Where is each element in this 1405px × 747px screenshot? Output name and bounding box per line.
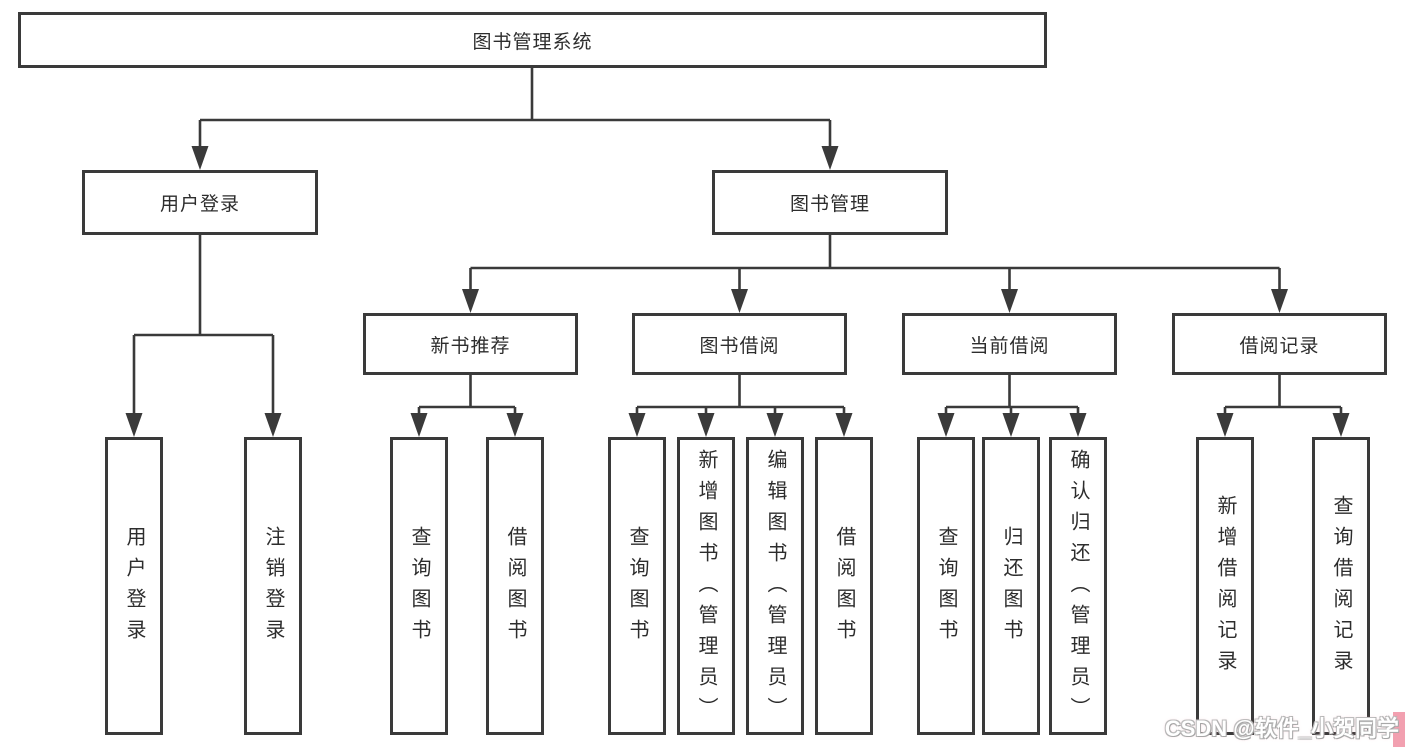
leaf-current-confirm-return-admin: 确认归还（管理员） — [1049, 437, 1107, 735]
leaf-records-add-record: 新增借阅记录 — [1196, 437, 1254, 735]
node-current-borrowing: 当前借阅 — [902, 313, 1117, 375]
leaf-current-query-books: 查询图书 — [917, 437, 975, 735]
leaf-borrowing-query-books: 查询图书 — [608, 437, 666, 735]
leaf-current-return-books: 归还图书 — [982, 437, 1040, 735]
node-new-book-recommend: 新书推荐 — [363, 313, 578, 375]
csdn-watermark: CSDN @软件_小贺同学 — [1164, 716, 1399, 741]
node-borrowing-records: 借阅记录 — [1172, 313, 1387, 375]
leaf-logout: 注销登录 — [244, 437, 302, 735]
leaf-user-login: 用户登录 — [105, 437, 163, 735]
node-book-borrowing: 图书借阅 — [632, 313, 847, 375]
leaf-borrowing-add-books-admin: 新增图书（管理员） — [677, 437, 735, 735]
leaf-newrec-borrow-books: 借阅图书 — [486, 437, 544, 735]
watermark-pink-accent — [1393, 712, 1405, 747]
node-user-login-module: 用户登录 — [82, 170, 318, 235]
tree-edges — [132, 68, 1343, 415]
node-root-system: 图书管理系统 — [18, 12, 1047, 68]
leaf-newrec-query-books: 查询图书 — [390, 437, 448, 735]
node-book-management-module: 图书管理 — [712, 170, 948, 235]
leaf-borrowing-edit-books-admin: 编辑图书（管理员） — [746, 437, 804, 735]
leaf-borrowing-borrow-books: 借阅图书 — [815, 437, 873, 735]
leaf-records-query-record: 查询借阅记录 — [1312, 437, 1370, 735]
